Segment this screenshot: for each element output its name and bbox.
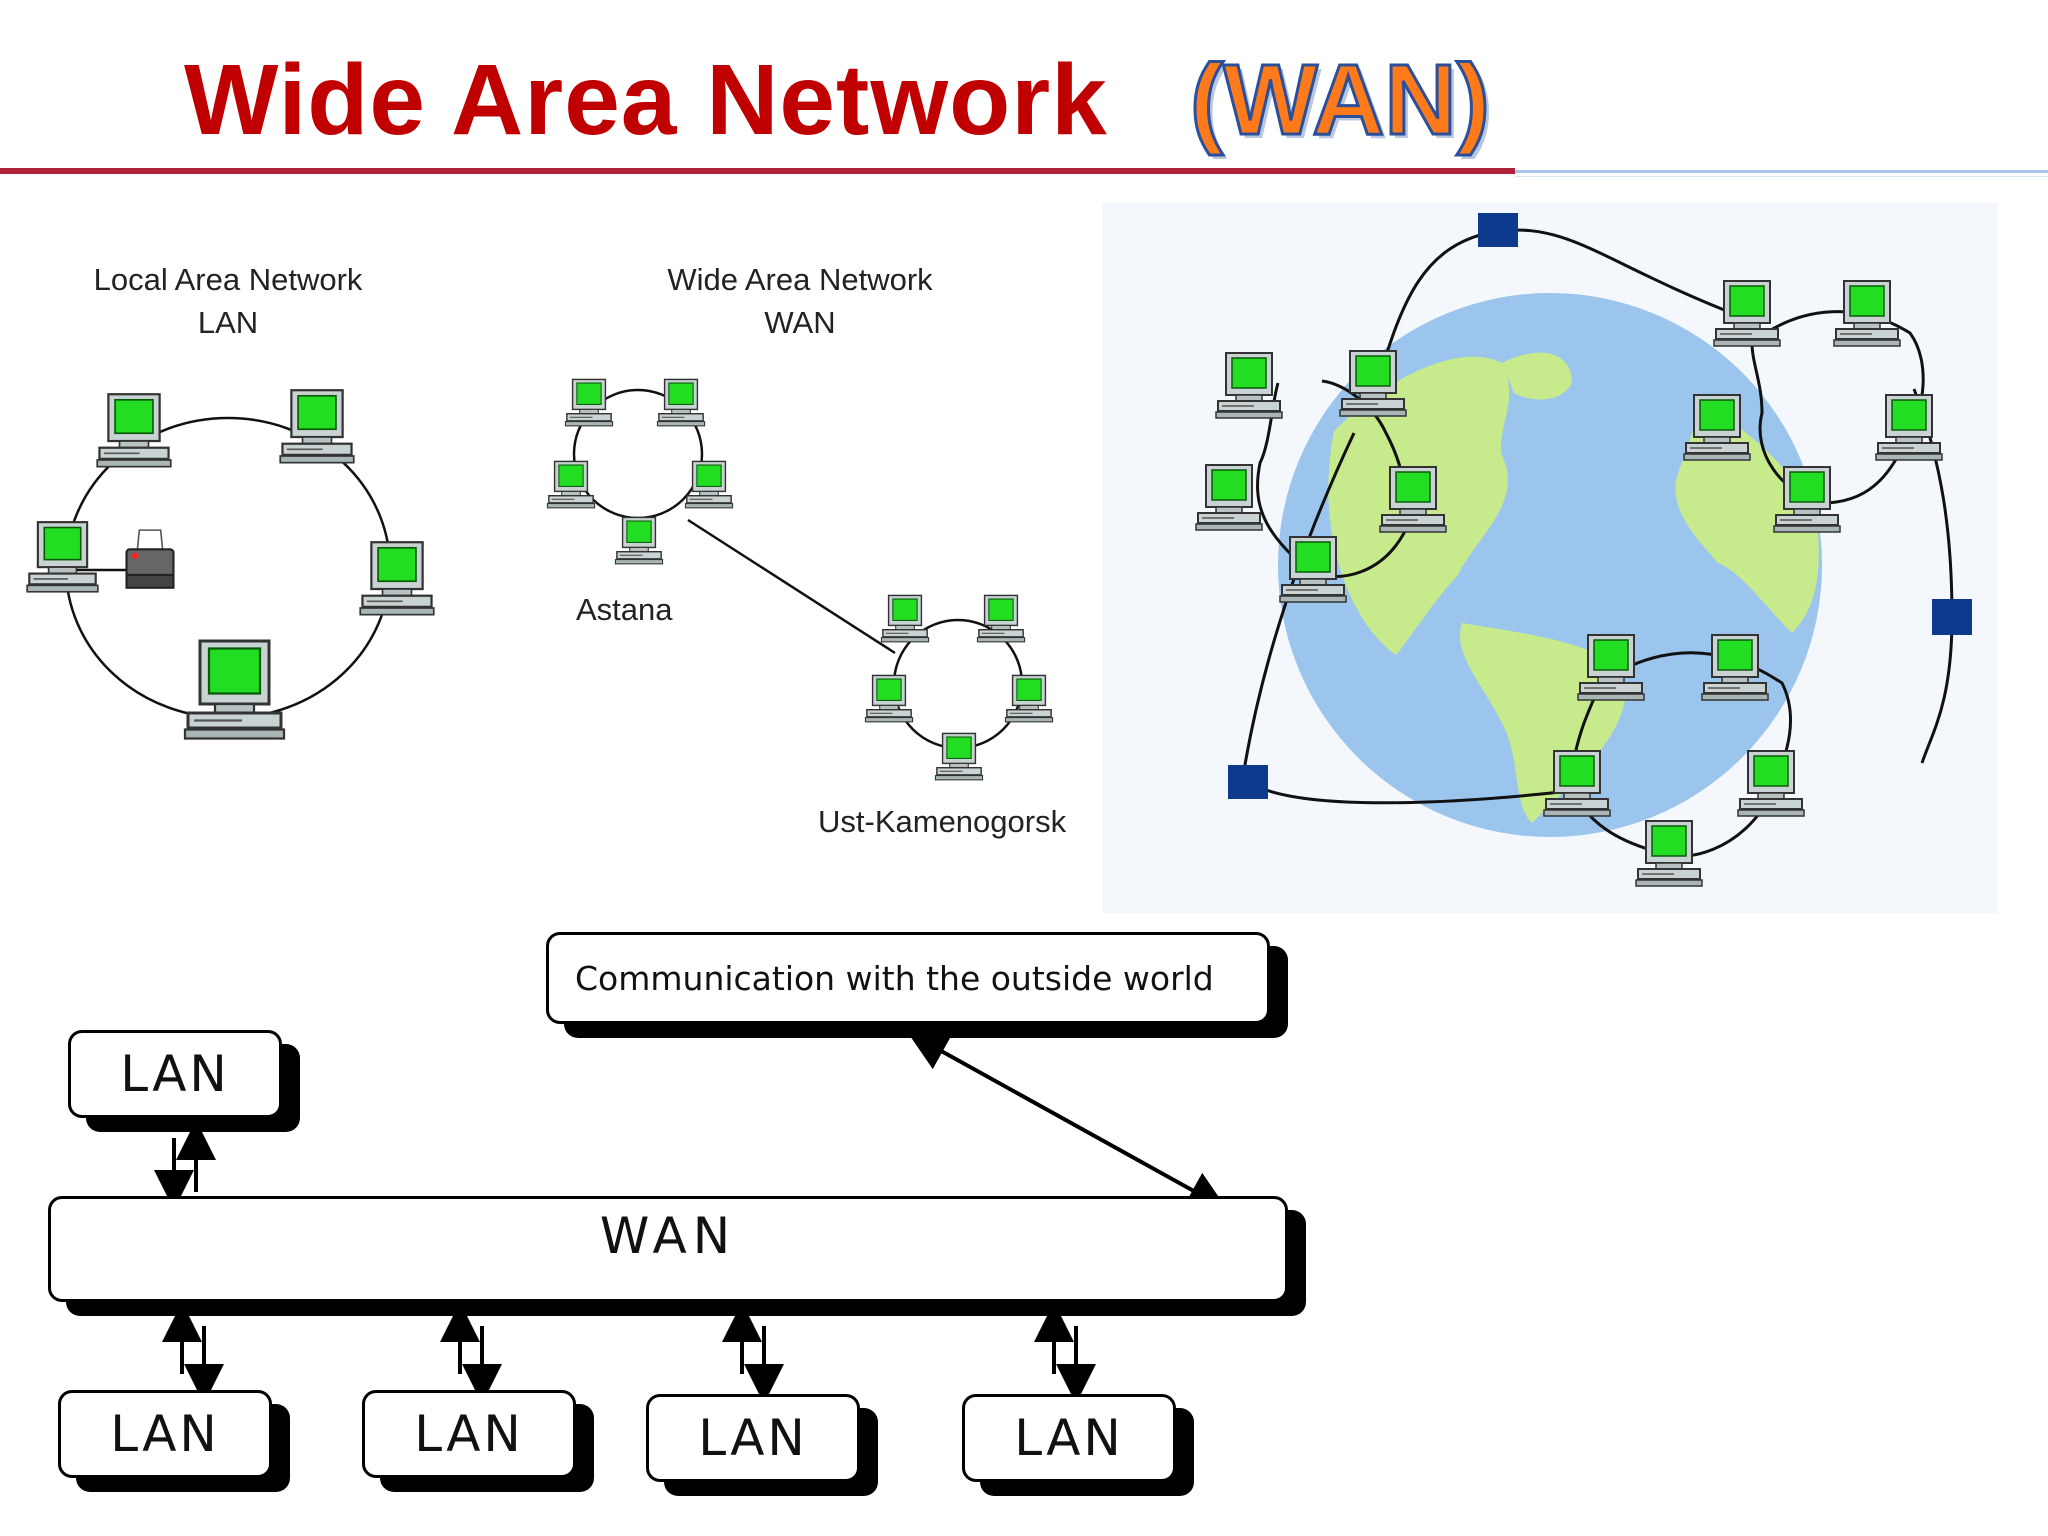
printer-icon [125, 529, 175, 589]
computer-icon [880, 594, 930, 643]
title-underline-accent-thin [1515, 176, 2048, 177]
block-diagram-arrows [154, 1032, 1228, 1404]
computer-icon [1683, 394, 1751, 461]
outside-world-box: Communication with the outside world [546, 932, 1270, 1024]
computer-icon [546, 460, 596, 509]
city-label-astana: Astana [576, 592, 673, 627]
computer-icon [1577, 634, 1645, 701]
title-underline [0, 168, 1515, 174]
computer-icon [934, 732, 984, 781]
wan-link [687, 518, 896, 655]
computer-icon [359, 541, 435, 616]
wan-cities-figure [546, 378, 1054, 781]
lan-box: LAN [58, 1390, 272, 1478]
continent-south-america [1460, 623, 1626, 823]
slide-title: Wide Area Network [184, 44, 1108, 156]
title-underline-accent [1515, 170, 2048, 173]
computer-icon [1339, 350, 1407, 417]
ring-connection [1249, 781, 1571, 805]
network-node-icon [1228, 765, 1268, 799]
computer-icon [1379, 466, 1447, 533]
computer-icon [96, 393, 172, 468]
computer-icon [564, 378, 614, 427]
network-node-icon [1932, 599, 1972, 635]
computer-icon [1713, 280, 1781, 347]
computer-icon [976, 594, 1026, 643]
lan-box: LAN [362, 1390, 576, 1478]
continent-greenland [1502, 352, 1572, 400]
computer-icon [1004, 674, 1054, 723]
wan-diagram-subtitle: WAN [764, 305, 836, 340]
lan-diagram-subtitle: LAN [197, 305, 259, 340]
computer-icon [1543, 750, 1611, 817]
computer-icon [1773, 466, 1841, 533]
computer-icon [1875, 394, 1943, 461]
computer-icon [1635, 820, 1703, 887]
computer-icon [656, 378, 706, 427]
city-label-ust-kamenogorsk: Ust-Kamenogorsk [818, 804, 1067, 839]
wan-diagram-title: Wide Area Network [667, 262, 933, 297]
lan-box: LAN [962, 1394, 1176, 1482]
computer-icon [183, 639, 286, 740]
lan-ring-figure [26, 389, 435, 740]
computer-icon [1701, 634, 1769, 701]
computer-icon [1737, 750, 1805, 817]
lan-box: LAN [68, 1030, 282, 1118]
lan-diagram-title: Local Area Network [93, 262, 363, 297]
computer-icon [1215, 352, 1283, 419]
computer-icon [1833, 280, 1901, 347]
computer-icon [614, 516, 664, 565]
ring-connection [1497, 228, 1743, 319]
computer-icon [684, 460, 734, 509]
lan-box: LAN [646, 1394, 860, 1482]
computer-icon [864, 674, 914, 723]
outside-link-arrow [907, 1032, 1228, 1210]
globe-network-figure [1102, 203, 1998, 913]
slide-title-abbreviation: (WAN) [1189, 43, 1492, 158]
computer-icon [26, 521, 99, 593]
ring-connection [1920, 616, 1954, 764]
computer-icon [279, 389, 355, 464]
computer-icon [1279, 536, 1347, 603]
ring-connection [1256, 379, 1409, 579]
computer-icon [1195, 464, 1263, 531]
wan-backbone-box: WAN [48, 1196, 1288, 1302]
network-node-icon [1478, 213, 1518, 247]
